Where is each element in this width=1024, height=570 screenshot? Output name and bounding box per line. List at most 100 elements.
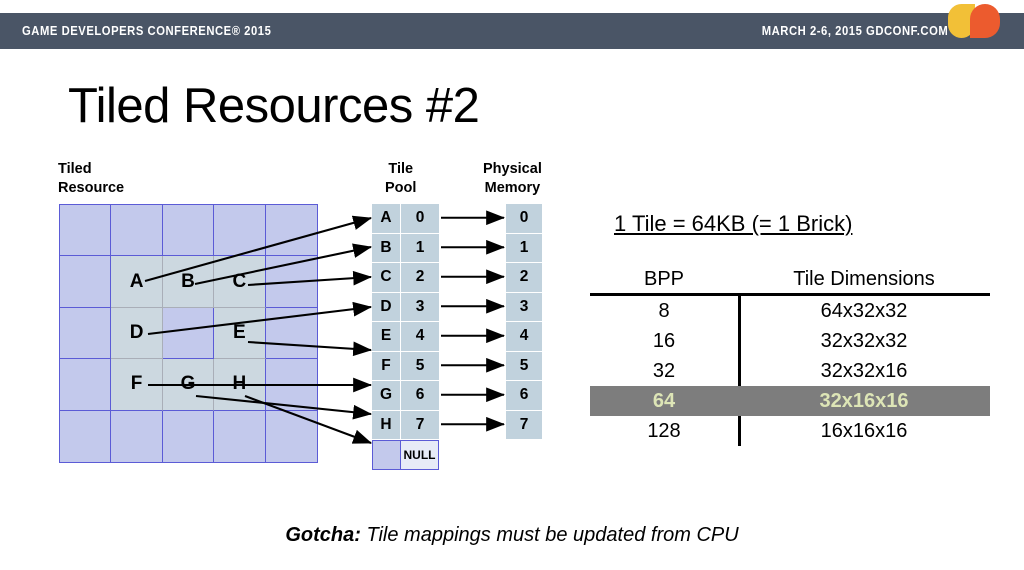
tile-cell-g: G xyxy=(162,359,215,411)
bpp-table-header-row: BPP Tile Dimensions xyxy=(590,268,990,291)
tile-cell-empty xyxy=(162,205,215,257)
tile-dimensions-value-32: 32x32x16 xyxy=(820,359,908,382)
physical-memory-cell-7: 7 xyxy=(506,410,542,440)
tile-cell-empty xyxy=(162,410,215,462)
tile-dimensions-value-16: 32x32x32 xyxy=(820,329,908,352)
tile-pool-letter-b: B xyxy=(372,233,400,263)
tile-cell-empty xyxy=(265,307,317,360)
tile-letter-h: H xyxy=(232,373,247,395)
tile-equation-heading: 1 Tile = 64KB (= 1 Brick) xyxy=(614,211,853,236)
physical-memory-cell-0: 0 xyxy=(506,204,542,234)
tile-letter-f: F xyxy=(130,373,143,395)
gotcha-note: Gotcha: Tile mappings must be updated fr… xyxy=(0,524,1024,547)
tile-letter-a: A xyxy=(129,270,144,292)
physical-memory-cell-3: 3 xyxy=(506,292,542,322)
tile-pool-letter-c: C xyxy=(372,263,400,293)
tile-pool-index-3: 3 xyxy=(400,292,439,322)
tile-cell-empty xyxy=(265,205,317,257)
tile-cell-f: F xyxy=(111,359,163,411)
bpp-table-vertical-rule xyxy=(738,296,741,446)
gotcha-text: Tile mappings must be updated from CPU xyxy=(360,524,739,546)
tile-pool-index-7: 7 xyxy=(400,410,439,440)
tile-pool-index-2: 2 xyxy=(400,263,439,293)
bpp-table-header-rule xyxy=(590,293,990,296)
tile-cell-d: D xyxy=(111,307,163,360)
tile-dimensions-value-8: 64x32x32 xyxy=(820,299,908,322)
tile-pool-index-0: 0 xyxy=(400,204,439,234)
tile-cell-empty xyxy=(214,205,266,257)
bpp-value-16: 16 xyxy=(652,329,676,352)
tile-cell-b: B xyxy=(162,256,215,308)
bpp-table-row: 32 32x32x16 xyxy=(590,356,990,386)
tile-cell-empty xyxy=(111,205,163,257)
tile-letter-g: G xyxy=(180,373,196,395)
tile-pool-null-label: NULL xyxy=(400,440,439,470)
bpp-value-8: 8 xyxy=(658,299,670,322)
gdc-header-bar: GAME DEVELOPERS CONFERENCE® 2015 MARCH 2… xyxy=(0,13,1024,49)
physical-memory-label-line1: Physical xyxy=(483,161,542,177)
tile-cell-empty xyxy=(60,410,112,462)
physical-memory-cell-4: 4 xyxy=(506,322,542,352)
tile-cell-empty xyxy=(265,359,317,411)
bpp-table-row: 16 32x32x32 xyxy=(590,326,990,356)
gdc-logo-orange-shape xyxy=(970,4,1000,38)
tile-cell-empty xyxy=(60,307,112,360)
tile-cell-c: C xyxy=(214,256,266,308)
tile-letter-c: C xyxy=(232,270,247,292)
tile-cell-empty xyxy=(60,359,112,411)
gdc-logo-icon xyxy=(948,4,1006,38)
tile-pool-null-blank-cell xyxy=(372,440,400,470)
conference-name: GAME DEVELOPERS CONFERENCE® 2015 xyxy=(22,24,272,38)
bpp-value-128: 128 xyxy=(647,419,681,442)
tiled-resource-label: Tiled Resource xyxy=(58,160,124,197)
tile-dimensions-value-64: 32x16x16 xyxy=(819,389,909,412)
physical-memory-cell-2: 2 xyxy=(506,263,542,293)
tile-pool-index-4: 4 xyxy=(400,322,439,352)
tile-cell-a: A xyxy=(111,256,163,308)
tile-cell-unmapped xyxy=(162,307,215,360)
physical-memory-label: Physical Memory xyxy=(483,160,542,197)
bpp-table-row: 8 64x32x32 xyxy=(590,296,990,326)
bpp-value-32: 32 xyxy=(652,359,676,382)
tile-cell-h: H xyxy=(214,359,266,411)
tiled-resource-label-line1: Tiled xyxy=(58,161,92,177)
tile-dimensions-column-header: Tile Dimensions xyxy=(793,268,935,290)
slide-title: Tiled Resources #2 xyxy=(68,79,480,133)
tile-cell-empty xyxy=(265,256,317,308)
tiled-resource-label-line2: Resource xyxy=(58,179,125,196)
bpp-tile-dimensions-table: BPP Tile Dimensions 8 64x32x32 16 32x32x32 3… xyxy=(590,268,990,446)
tile-cell-empty xyxy=(60,205,112,257)
physical-memory-cell-6: 6 xyxy=(506,381,542,411)
tile-pool-letter-g: G xyxy=(372,381,400,411)
physical-memory-cell-1: 1 xyxy=(506,233,542,263)
tile-letter-e: E xyxy=(233,321,246,343)
tile-pool-index-6: 6 xyxy=(400,381,439,411)
tile-pool-null-row: NULL xyxy=(372,440,439,470)
tile-pool-letter-d: D xyxy=(372,292,400,322)
tile-pool-letter-e: E xyxy=(372,322,400,352)
physical-memory-cell-5: 5 xyxy=(506,351,542,381)
bpp-column-header: BPP xyxy=(643,268,685,290)
tile-pool-letter-f: F xyxy=(372,351,400,381)
tile-cell-empty xyxy=(111,410,163,462)
physical-memory-label-line2: Memory xyxy=(484,179,541,196)
tile-pool-index-1: 1 xyxy=(400,233,439,263)
tiled-resource-grid: A B C D E F G H xyxy=(59,204,318,463)
tile-letter-b: B xyxy=(181,270,195,292)
tile-pool-letter-h: H xyxy=(372,410,400,440)
conference-dates-url: MARCH 2-6, 2015 GDCONF.COM xyxy=(761,24,948,38)
tile-pool-label-line2: Pool xyxy=(385,179,417,196)
tile-pool-label-line1: Tile xyxy=(388,161,414,177)
tile-cell-empty xyxy=(214,410,266,462)
